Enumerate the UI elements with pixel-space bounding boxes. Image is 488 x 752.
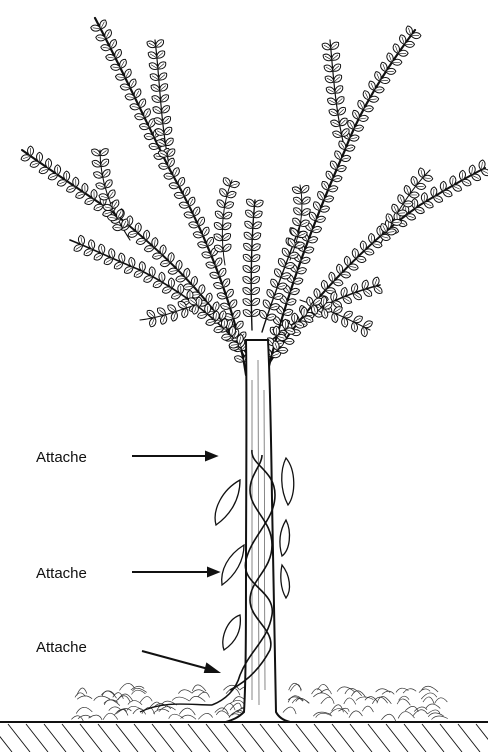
arrow-top-head xyxy=(206,452,216,460)
foliage xyxy=(20,19,488,364)
annotation-arrows xyxy=(132,452,218,672)
label-top: Attache xyxy=(36,449,87,466)
arrow-middle-head xyxy=(208,568,218,576)
arrow-bottom-head xyxy=(205,664,218,672)
label-middle: Attache xyxy=(36,565,87,582)
arrow-bottom xyxy=(142,651,212,670)
label-bottom: Attache xyxy=(36,639,87,656)
trunk xyxy=(226,340,290,722)
